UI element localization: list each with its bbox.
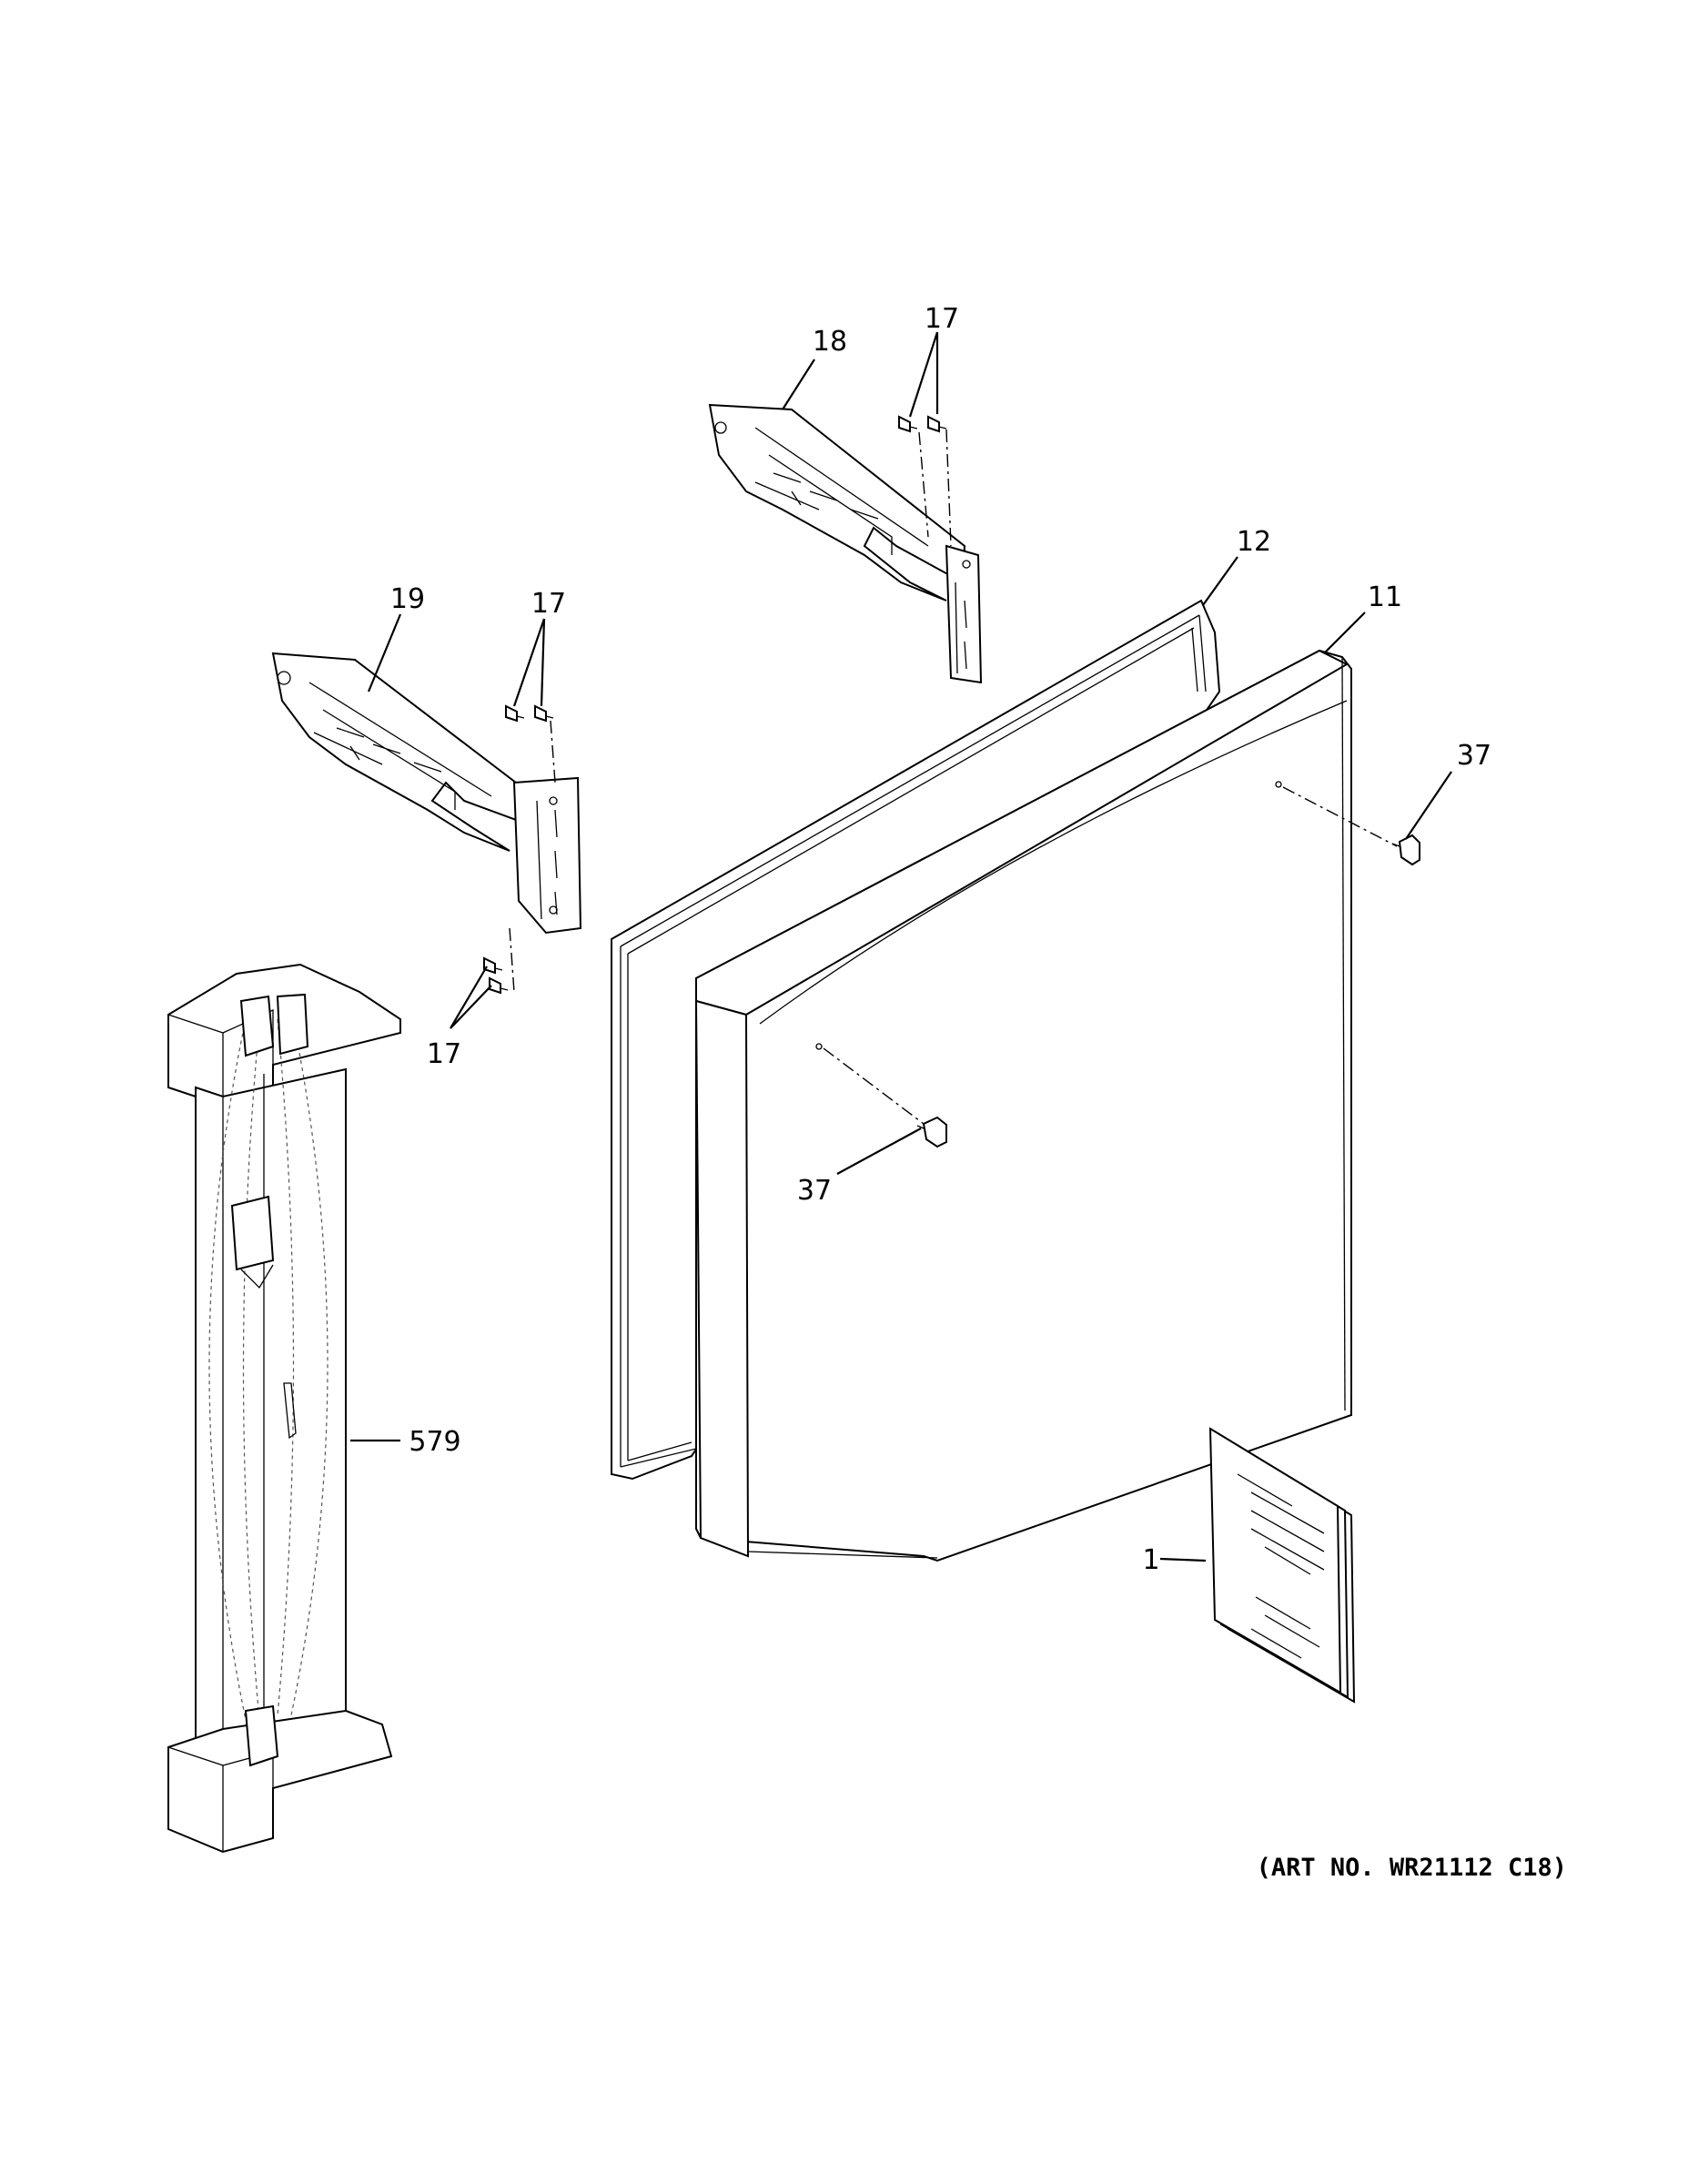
leader-17-mid-a: [512, 618, 546, 707]
callout-579: 579: [409, 1426, 460, 1458]
screw-17-low-b: [489, 976, 509, 995]
leader-17-low-a: [450, 966, 488, 1029]
literature-pack: [1208, 1427, 1356, 1704]
leader-1: [1159, 1557, 1207, 1562]
leader-17-top-a: [908, 331, 939, 418]
lower-hinge-bracket: [271, 652, 582, 935]
callout-37-right: 37: [1457, 740, 1491, 772]
screw-17-low-a: [483, 956, 503, 975]
callout-37-left: 37: [797, 1175, 832, 1207]
door-panel: [694, 649, 1352, 1562]
callout-12: 12: [1237, 526, 1271, 558]
leader-37-right: [1405, 771, 1452, 840]
screw-17-mid-a: [505, 704, 525, 723]
leader-18: [782, 359, 815, 410]
callout-1: 1: [1142, 1544, 1159, 1576]
leader-17-mid-b: [540, 618, 546, 707]
packaging-rail: [167, 963, 401, 1854]
leader-11: [1323, 612, 1366, 654]
callout-17-low: 17: [427, 1038, 461, 1070]
leader-12: [1202, 556, 1238, 606]
callout-11: 11: [1368, 581, 1402, 613]
screw-17-top-a: [898, 415, 918, 433]
screw-37-left: [916, 1116, 947, 1148]
callout-17-top: 17: [925, 303, 959, 335]
art-number: (ART NO. WR21112 C18): [1257, 1854, 1567, 1882]
screw-17-mid-b: [534, 704, 554, 723]
callout-19: 19: [390, 583, 425, 615]
upper-hinge-bracket: [708, 403, 983, 684]
leader-37-left: [836, 1127, 922, 1175]
screw-17-top-b: [927, 415, 947, 433]
callout-18: 18: [813, 326, 847, 358]
screw-37-right: [1391, 834, 1420, 866]
leader-17-low-b: [450, 985, 492, 1029]
leader-19: [367, 613, 402, 693]
callout-17-mid: 17: [531, 588, 566, 620]
